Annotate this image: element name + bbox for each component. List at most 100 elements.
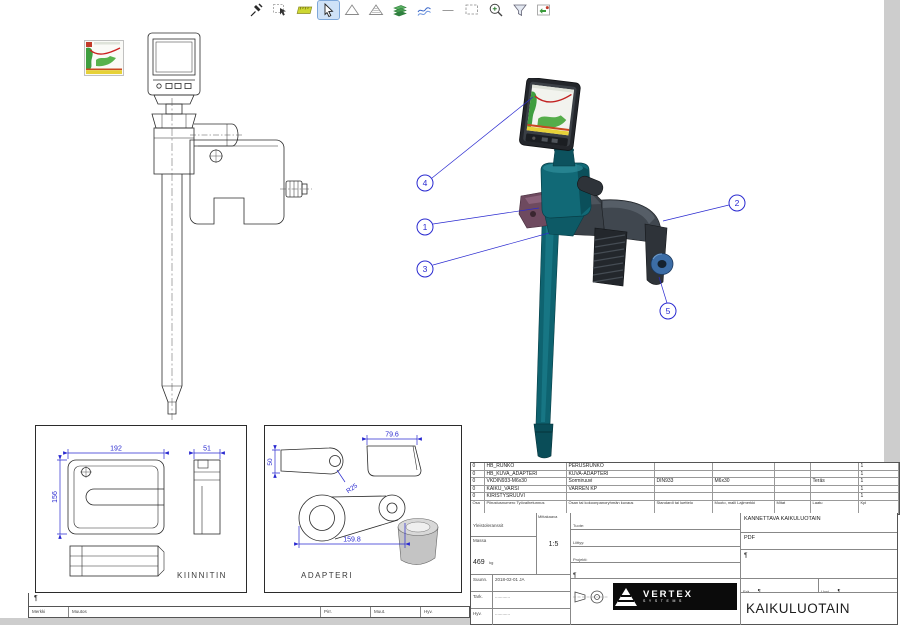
display-unit-3d[interactable]: [519, 77, 581, 151]
detail-label-kiinnitin: KIINNITIN: [177, 571, 227, 580]
pin-icon[interactable]: [246, 1, 267, 19]
pilcrow-mark: ¶: [757, 589, 761, 593]
rev-muutos-label: Muutos: [69, 607, 321, 617]
pilcrow-mark: ¶: [573, 572, 577, 579]
parts-table-cell: KUVA-ADAPTERI: [567, 470, 655, 479]
layers-icon[interactable]: [390, 1, 411, 19]
parts-table-cell: [713, 470, 775, 479]
parts-table-cell: 0: [471, 485, 485, 494]
vertex-pyramid-icon: [615, 587, 637, 606]
adapter-iso-view: [397, 518, 439, 565]
view-3d-model[interactable]: [405, 77, 735, 473]
detail-view-adapteri[interactable]: 50 79.6 R25 159.8 ADAPTERI: [264, 425, 462, 593]
hyv-label: Hyv.: [471, 609, 493, 625]
title-block: Yleistoleranssit Massa 469 kg Mittakaava…: [470, 513, 898, 625]
parts-table-cell: [811, 463, 859, 471]
parts-table-cell: VARREN KP: [567, 485, 655, 494]
dim-51: 51: [203, 446, 211, 453]
cursor-region-icon[interactable]: [270, 1, 291, 19]
handle-knob-3d[interactable]: [575, 174, 605, 198]
shaft-2d[interactable]: [161, 98, 183, 420]
filter-icon[interactable]: [510, 1, 531, 19]
parts-table-cell: [775, 493, 811, 501]
suunn-label: Suunn.: [471, 575, 493, 591]
parts-table-cell: [655, 470, 713, 479]
parts-table-cell: [775, 485, 811, 494]
selection-box-icon[interactable]: [462, 1, 483, 19]
sonar-thumbnail-image: [84, 40, 124, 81]
detail-label-adapteri: ADAPTERI: [301, 571, 353, 580]
mittakaava-label: Mittakaava: [538, 514, 558, 519]
parts-table-cell: [811, 493, 859, 501]
pilcrow-mark: ¶: [837, 589, 841, 593]
parts-table-cell: HB_KUVA_ADAPTERI: [485, 470, 567, 479]
shaft-3d[interactable]: [533, 221, 560, 459]
balloon-label: 2: [735, 198, 740, 208]
revision-strip: Merkki Muutos Pirr. Muut. Hyv.: [28, 606, 470, 618]
dim-156: 156: [52, 491, 59, 503]
hyv-value: ............: [495, 611, 511, 616]
tuote-label: Tuote:: [573, 523, 585, 528]
dim-192: 192: [110, 446, 122, 453]
select-arrow-icon[interactable]: [317, 0, 340, 20]
parts-table-cell: [775, 470, 811, 479]
measure-icon[interactable]: [294, 1, 315, 19]
dim-159-8: 159.8: [343, 537, 361, 544]
logo-text-systems: SYSTEMS: [643, 599, 685, 603]
rev-hyv-label: Hyv.: [424, 609, 433, 614]
tightening-knob-3d[interactable]: [650, 253, 674, 275]
curves-icon[interactable]: [414, 1, 435, 19]
parts-table-cell: [713, 493, 775, 501]
parts-table-cell: VKDIN933-M6x30: [485, 478, 567, 486]
format-value: PDF: [741, 533, 897, 550]
massa-label: Massa: [473, 538, 487, 543]
body-2d[interactable]: [151, 113, 197, 175]
viewport-margin-right: [884, 0, 900, 462]
clamp-2d[interactable]: [189, 139, 285, 225]
parts-table-cell: [567, 493, 655, 501]
product-title: KANNETTAVA KAIKULUOTAIN: [741, 513, 897, 533]
parts-table-cell: KAIKU_VARSI: [485, 485, 567, 494]
parts-table-cell: [713, 485, 775, 494]
view-2d-side[interactable]: [48, 28, 318, 433]
parts-table-cell: DIN933: [655, 478, 713, 486]
sheet-frame-line: [28, 593, 29, 606]
parts-table-cell: M6x30: [713, 478, 775, 486]
pilcrow-mark: ¶: [741, 550, 897, 579]
projection-symbol: [573, 590, 609, 604]
parts-table-cell: 0: [471, 470, 485, 479]
dim-50: 50: [267, 458, 274, 466]
knob-2d[interactable]: [280, 180, 312, 198]
triangle-outline-icon[interactable]: [342, 1, 363, 19]
mass-unit: kg: [489, 560, 494, 565]
projekti-label: Projekti:: [573, 557, 588, 562]
parts-table-cell: 1: [859, 493, 899, 501]
parts-table-cell: 1: [859, 463, 899, 471]
rev-muut-label: Muut.: [371, 607, 421, 617]
display-unit-2d[interactable]: [147, 32, 201, 115]
detail-view-kiinnitin[interactable]: 192 51 156 KIINNITIN: [35, 425, 247, 593]
handle-cylinder-2d[interactable]: [190, 123, 244, 147]
parts-table-cell: 1: [859, 485, 899, 494]
parts-table-cell: [655, 493, 713, 501]
parts-table-cell: [655, 463, 713, 471]
logo-text-vertex: VERTEX: [643, 588, 694, 600]
scale-value: 1:5: [548, 541, 559, 548]
parts-table-cell: 0: [471, 463, 485, 471]
vertex-logo: VERTEX SYSTEMS: [613, 583, 737, 610]
head-3d[interactable]: [540, 146, 605, 237]
dim-r25: R25: [345, 482, 359, 495]
tark-label: Tark.: [471, 592, 493, 608]
parts-table-cell: Sormiruuvi: [567, 478, 655, 486]
line-icon[interactable]: [438, 1, 459, 19]
parts-table-cell: KIRISTYSRUUVI: [485, 493, 567, 501]
triangle-hatched-icon[interactable]: [366, 1, 387, 19]
update-view-icon[interactable]: [534, 1, 555, 19]
zoom-in-icon[interactable]: [486, 1, 507, 19]
tark-value: ............: [495, 594, 511, 599]
